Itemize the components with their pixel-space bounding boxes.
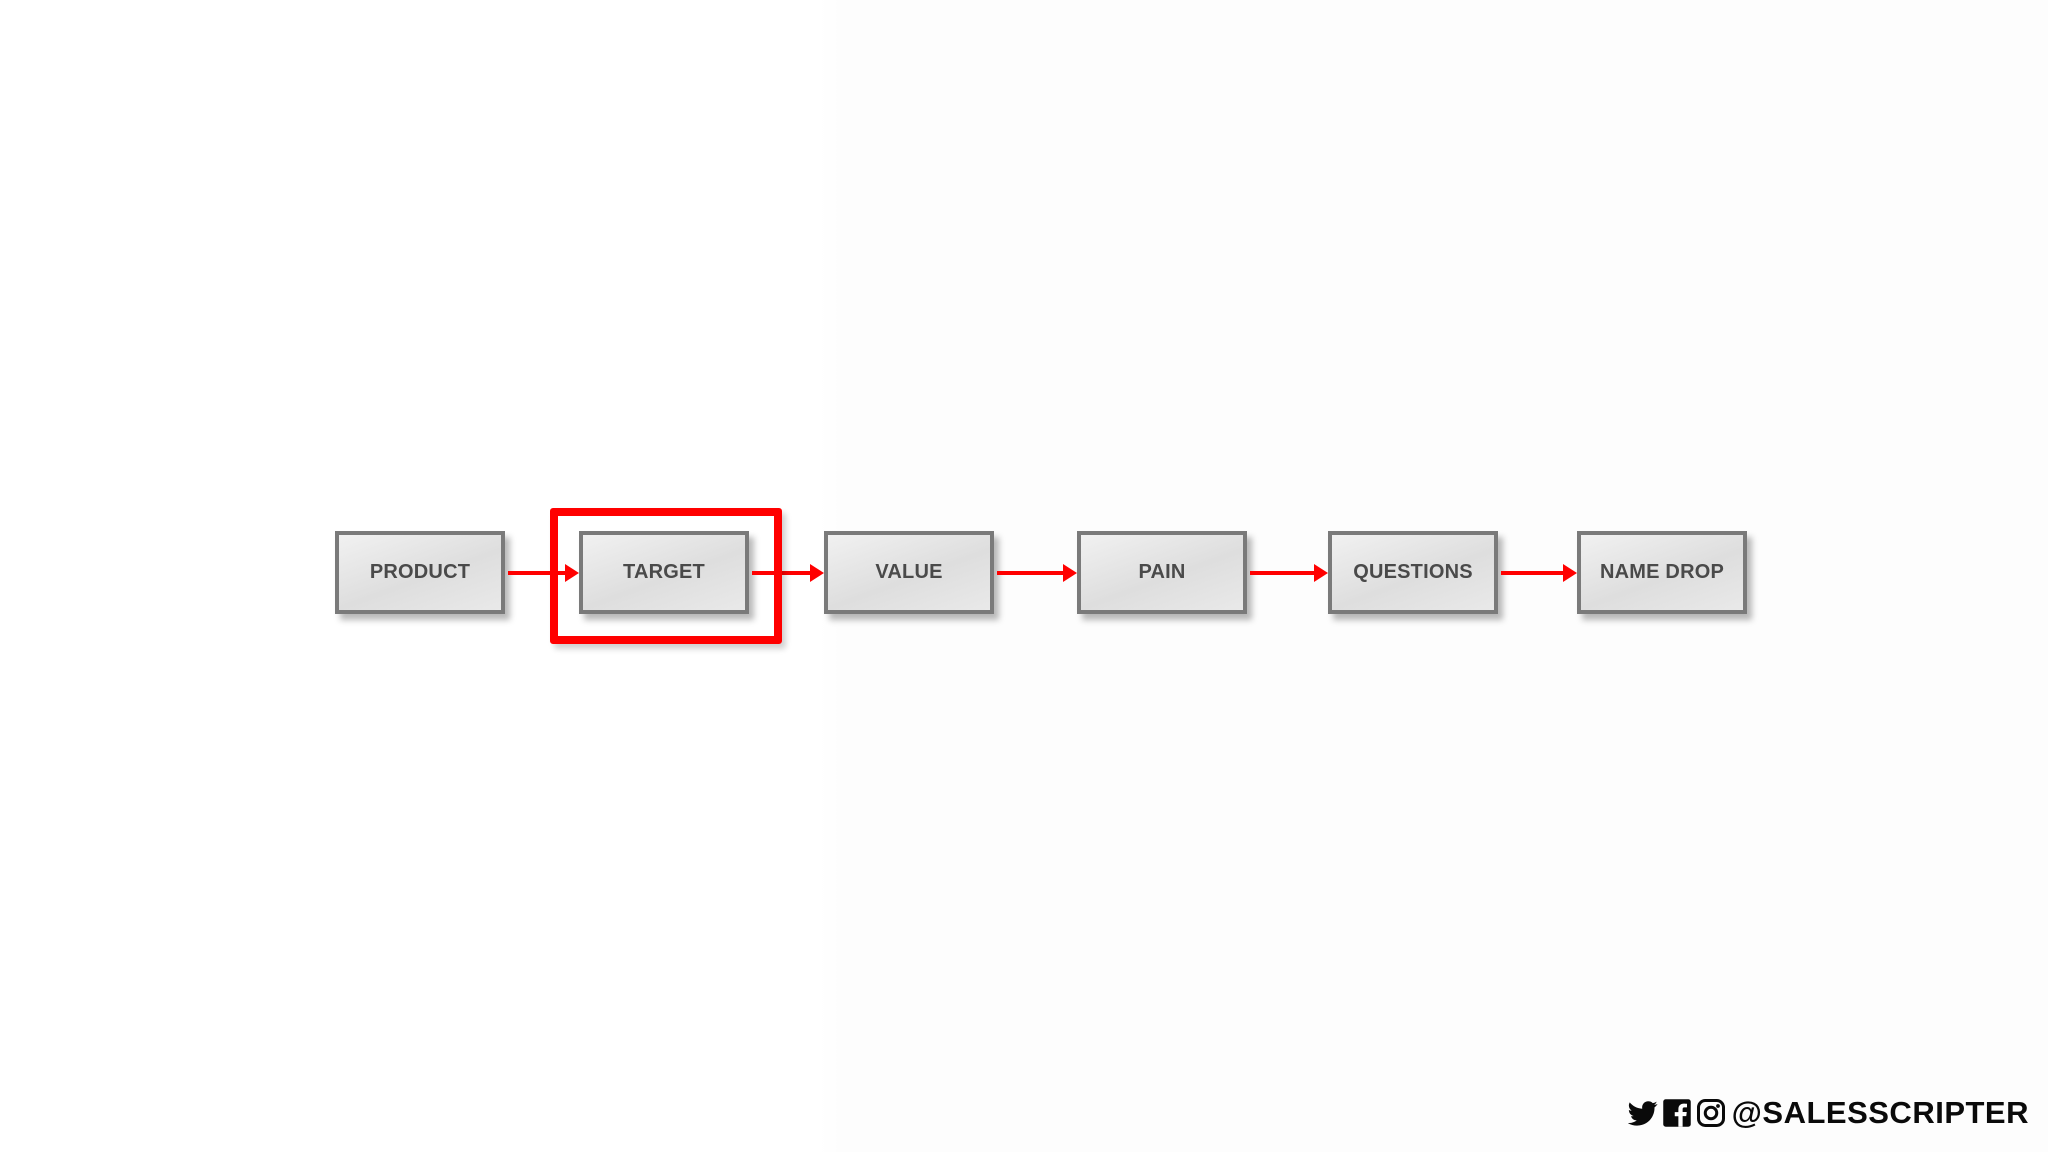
step-value: VALUE	[824, 531, 994, 614]
step-label: QUESTIONS	[1353, 561, 1473, 583]
footer-branding: @SALESSCRIPTER	[1627, 1095, 2029, 1130]
arrow-head	[1063, 564, 1077, 582]
arrow-head	[1314, 564, 1328, 582]
step-label: PRODUCT	[369, 561, 471, 583]
arrow-head	[565, 564, 579, 582]
step-label: VALUE	[875, 561, 943, 583]
instagram-icon	[1696, 1099, 1725, 1127]
twitter-icon	[1627, 1101, 1658, 1126]
facebook-icon	[1662, 1099, 1691, 1127]
highlight-frame	[550, 508, 782, 644]
step-pain: PAIN	[1077, 531, 1247, 614]
arrow-product-to-target	[508, 564, 579, 582]
step-label: TARGET	[623, 561, 705, 583]
arrow-questions-to-name-drop	[1501, 564, 1577, 582]
step-questions: QUESTIONS	[1328, 531, 1498, 614]
social-handle: @SALESSCRIPTER	[1731, 1095, 2029, 1130]
step-label: NAME DROP	[1599, 561, 1725, 583]
arrow-value-to-pain	[997, 564, 1077, 582]
step-name-drop: NAME DROP	[1577, 531, 1747, 614]
arrow-target-to-value	[752, 564, 824, 582]
step-label: PAIN	[1138, 561, 1186, 583]
step-target: TARGET	[579, 531, 749, 614]
arrow-head	[1563, 564, 1577, 582]
arrow-head	[810, 564, 824, 582]
arrow-pain-to-questions	[1250, 564, 1328, 582]
step-product: PRODUCT	[335, 531, 505, 614]
